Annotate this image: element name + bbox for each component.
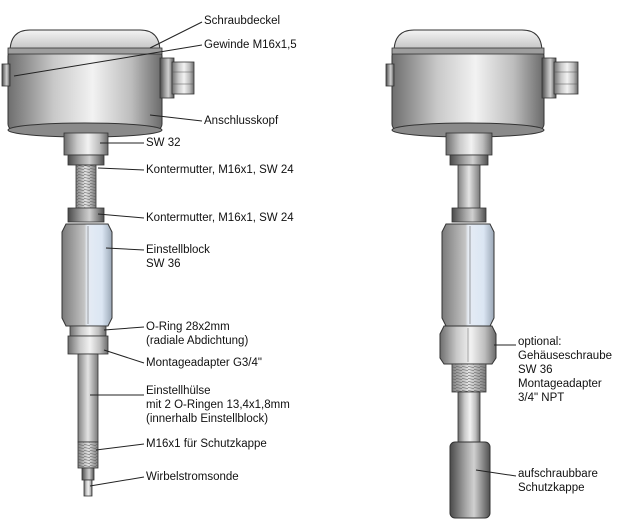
left-einstellblock [61, 223, 113, 327]
label-schutzkappe-2: Schutzkappe [518, 482, 585, 494]
label-m16-schutzkappe: M16x1 für Schutzkappe [146, 438, 267, 450]
right-sensor [385, 29, 579, 519]
label-gewinde: Gewinde M16x1,5 [204, 39, 297, 51]
label-optional-5: 3/4" NPT [518, 392, 565, 404]
label-kontermutter-1: Kontermutter, M16x1, SW 24 [146, 164, 294, 176]
label-einstellhuelse-1: Einstellhülse [146, 385, 211, 397]
label-anschlusskopf: Anschlusskopf [204, 115, 279, 127]
label-einstellblock-2: SW 36 [146, 258, 181, 270]
label-optional-1: optional: [518, 336, 562, 348]
label-optional-3: SW 36 [518, 364, 553, 376]
right-leader-lines [475, 344, 517, 477]
label-optional-4: Montageadapter [518, 378, 602, 390]
label-einstellhuelse-2: mit 2 O-Ringen 13,4x1,8mm [146, 399, 290, 411]
label-schutzkappe-1: aufschraubbare [518, 468, 598, 480]
label-einstellhuelse-3: (innerhalb Einstellblock) [146, 413, 269, 425]
left-leader-lines [13, 21, 203, 487]
label-kontermutter-2: Kontermutter, M16x1, SW 24 [146, 212, 294, 224]
label-sw32: SW 32 [146, 137, 181, 149]
left-housing [1, 29, 195, 138]
label-schraubdeckel: Schraubdeckel [204, 15, 281, 27]
label-oring-2: (radiale Abdichtung) [146, 335, 249, 347]
label-wirbelstromsonde: Wirbelstromsonde [146, 471, 239, 483]
label-oring-1: O-Ring 28x2mm [146, 321, 230, 333]
left-sw32-hex [63, 132, 109, 156]
label-optional-2: Gehäuseschraube [518, 350, 612, 362]
left-sensor [1, 29, 195, 497]
label-montageadapter: Montageadapter G3/4" [146, 357, 262, 369]
label-einstellblock-1: Einstellblock [146, 244, 210, 256]
